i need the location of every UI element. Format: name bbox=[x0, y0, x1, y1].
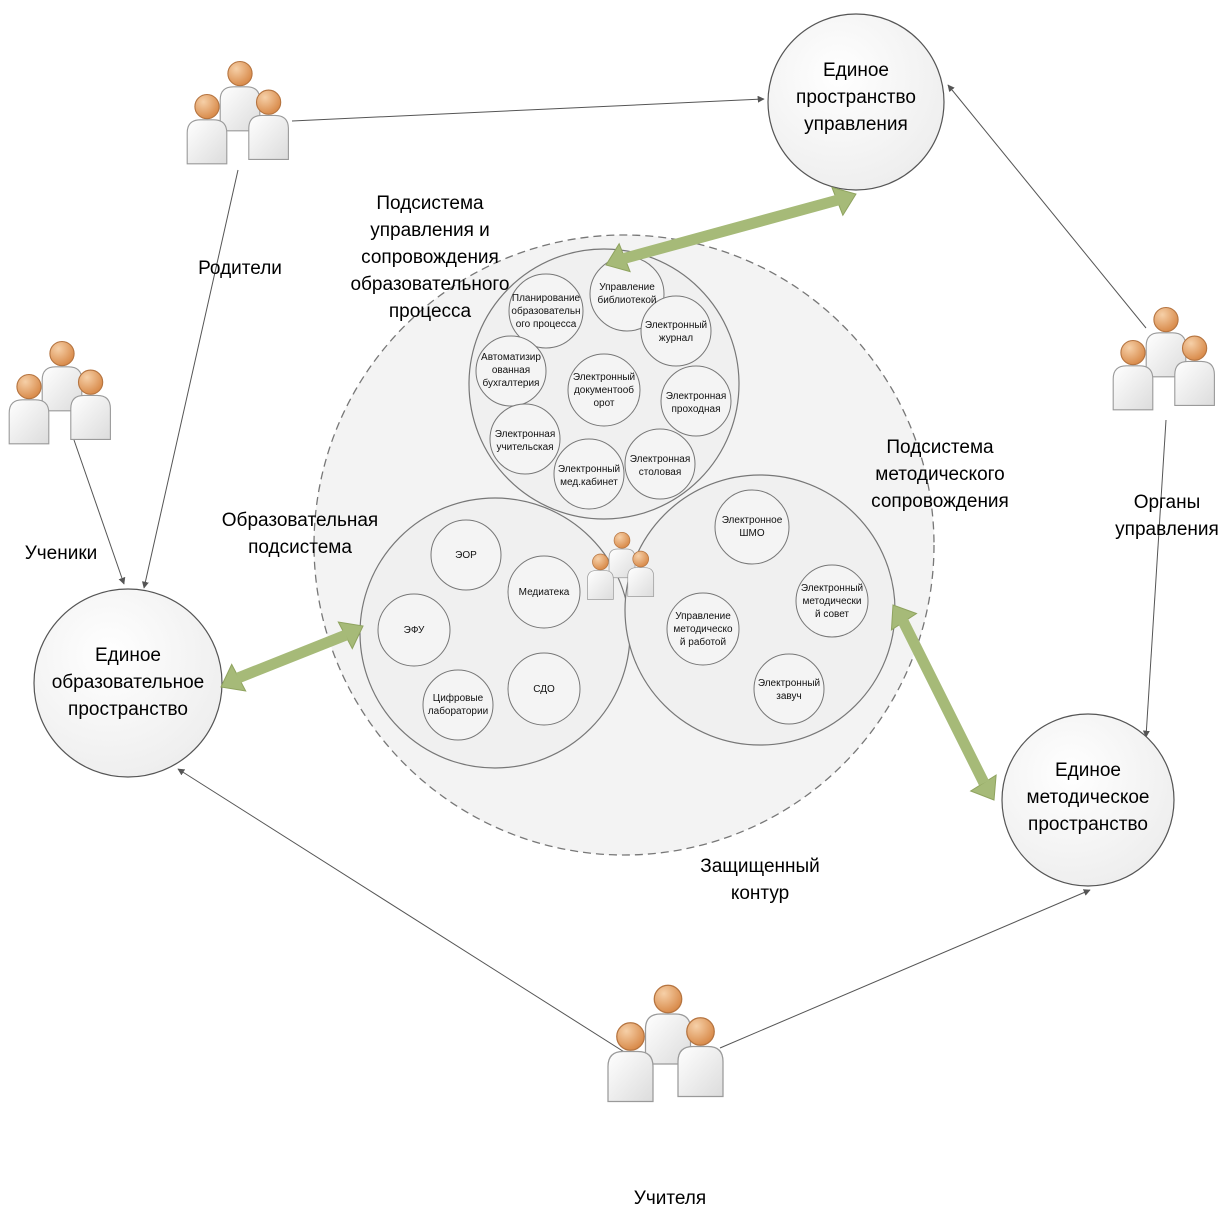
arrow-methodical bbox=[890, 604, 997, 801]
module-circle-checkpoint bbox=[660, 365, 732, 437]
module-eor-label: ЭОР bbox=[455, 550, 477, 561]
parents-label: Родители bbox=[198, 258, 282, 279]
module-circle-accounting bbox=[475, 335, 547, 407]
educational-space-circle bbox=[33, 588, 223, 778]
module-circle-planning bbox=[508, 273, 584, 349]
students-label: Ученики bbox=[24, 543, 98, 564]
module-circle-head-teacher bbox=[753, 653, 825, 725]
management-space-circle bbox=[767, 13, 945, 191]
module-efu-label: ЭФУ bbox=[403, 625, 425, 636]
connector-teachers-educational bbox=[177, 768, 641, 1063]
arrow-educational bbox=[220, 621, 364, 692]
module-circle-method-work bbox=[666, 592, 740, 666]
connector-parents-educational bbox=[141, 169, 239, 589]
connector-parents-management bbox=[291, 95, 765, 122]
parents-person-icon bbox=[187, 62, 288, 164]
connector-authorities-management bbox=[947, 84, 1147, 329]
students-person-icon bbox=[9, 342, 110, 444]
educational-modules bbox=[377, 519, 581, 741]
module-circle-e-journal bbox=[640, 295, 712, 367]
management-modules bbox=[475, 256, 732, 510]
connector-lines bbox=[73, 84, 1167, 1063]
arrow-management bbox=[605, 186, 857, 273]
authorities-person-icon bbox=[1113, 308, 1214, 410]
module-media-label: Медиатека bbox=[518, 587, 570, 598]
module-circle-efu bbox=[377, 593, 451, 667]
module-circle-sdo bbox=[507, 652, 581, 726]
module-circle-canteen bbox=[624, 428, 696, 500]
module-circle-docflow bbox=[567, 353, 641, 427]
module-circle-shmo bbox=[714, 489, 790, 565]
module-circle-labs bbox=[422, 669, 494, 741]
module-circle-council bbox=[795, 564, 869, 638]
connector-authorities-methodical bbox=[1142, 419, 1167, 738]
methodical-space-circle bbox=[1001, 713, 1175, 887]
module-circle-media bbox=[507, 555, 581, 629]
module-sdo-label: СДО bbox=[533, 684, 555, 695]
connector-students-educational bbox=[73, 439, 126, 585]
module-circle-medical bbox=[553, 438, 625, 510]
teachers-label: Учителя bbox=[633, 1188, 707, 1209]
methodical-modules bbox=[666, 489, 869, 725]
connector-teachers-methodical bbox=[719, 889, 1091, 1049]
integration-arrows bbox=[220, 186, 997, 801]
teachers-person-icon bbox=[608, 985, 723, 1101]
module-circle-teachers-room bbox=[489, 403, 561, 475]
module-circle-eor bbox=[430, 519, 502, 591]
